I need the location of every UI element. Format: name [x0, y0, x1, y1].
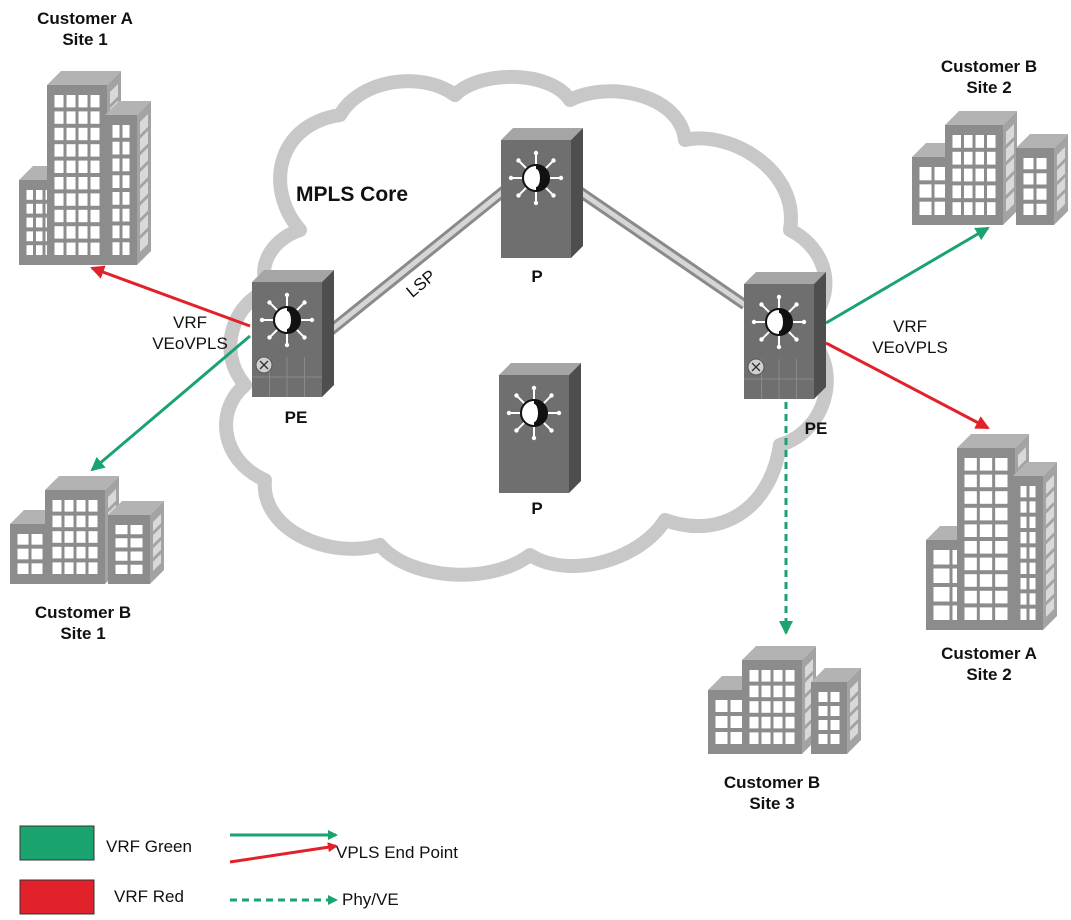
mpls-core-cloud [219, 69, 834, 582]
router-port-grid [744, 358, 814, 399]
vpls-red-link-a1 [90, 265, 251, 328]
router-label-pe-right: PE [804, 419, 828, 438]
router-p-bottom [499, 363, 581, 493]
vrf-label-left: VRF VEoVPLS [130, 312, 250, 354]
site-name: Customer A [37, 9, 133, 28]
site-name: Customer B [940, 57, 1038, 76]
legend-label-phy-ve: Phy/VE [342, 890, 399, 909]
legend-swatch-green [19, 825, 95, 861]
lsp-link-left [321, 185, 509, 340]
site-number: Site 2 [966, 78, 1012, 97]
building-cust-a-site1 [19, 71, 151, 265]
legend-swatch-red [19, 879, 95, 915]
lsp-link-right [566, 180, 749, 310]
cloud-label: MPLS Core [296, 183, 409, 206]
vpls-green-link-b1 [90, 334, 251, 472]
router-label-p-bottom: P [531, 499, 543, 518]
building-cust-a-site2 [926, 434, 1057, 630]
legend [19, 825, 338, 915]
legend-line-red [229, 842, 338, 864]
vpls-green-link-b2 [825, 226, 990, 325]
site-name: Customer B [34, 603, 132, 622]
site-name: Customer B [723, 773, 821, 792]
site-number: Site 2 [966, 665, 1012, 684]
vrf-left-line2: VEoVPLS [152, 334, 228, 353]
router-icon [259, 292, 315, 348]
building-cust-b-site1 [10, 476, 164, 584]
building-cust-b-site2 [912, 111, 1068, 225]
site-label-cust-a-site1: Customer A Site 1 [0, 8, 175, 50]
site-number: Site 1 [60, 624, 106, 643]
vrf-right-line2: VEoVPLS [872, 338, 948, 357]
router-icon [506, 385, 562, 441]
site-label-cust-b-site2: Customer B Site 2 [899, 56, 1071, 98]
site-label-cust-b-site1: Customer B Site 1 [0, 602, 173, 644]
vpls-red-link-a2 [825, 341, 990, 430]
site-label-cust-b-site3: Customer B Site 3 [682, 772, 862, 814]
vrf-label-right: VRF VEoVPLS [850, 316, 970, 358]
router-label-pe-left: PE [284, 408, 308, 427]
vrf-left-line1: VRF [173, 313, 207, 332]
router-pe-left [252, 270, 334, 397]
site-number: Site 3 [749, 794, 795, 813]
legend-label-vpls-end-point: VPLS End Point [336, 843, 458, 862]
site-name: Customer A [941, 644, 1037, 663]
legend-label-vrf-green: VRF Green [106, 837, 192, 856]
router-icon [751, 294, 807, 350]
router-pe-right [744, 272, 826, 399]
router-port-grid [252, 356, 322, 397]
router-label-p-top: P [531, 267, 543, 286]
router-icon [508, 150, 564, 206]
router-p-top [501, 128, 583, 258]
site-label-cust-a-site2: Customer A Site 2 [899, 643, 1071, 685]
building-cust-b-site3 [708, 646, 861, 754]
site-number: Site 1 [62, 30, 108, 49]
vrf-right-line1: VRF [893, 317, 927, 336]
legend-label-vrf-red: VRF Red [114, 887, 184, 906]
